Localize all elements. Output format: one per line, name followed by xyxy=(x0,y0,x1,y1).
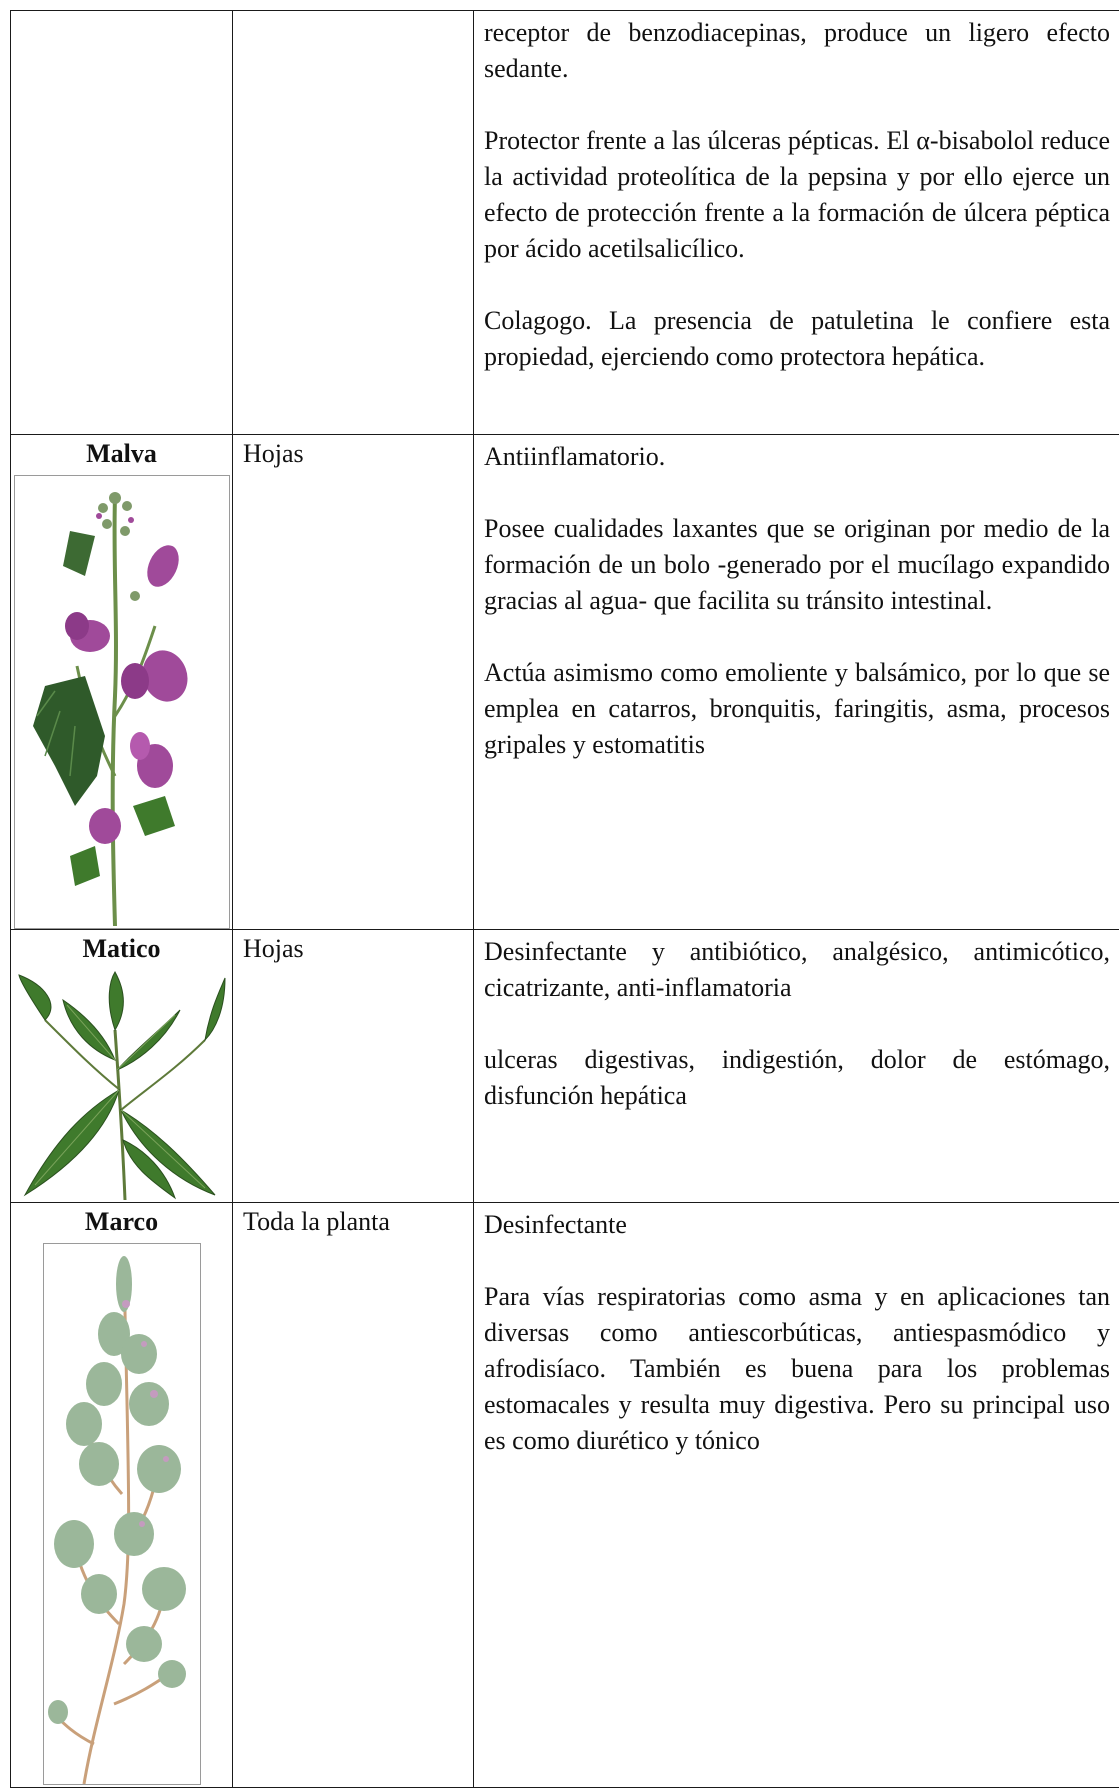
property-paragraph: Desinfectante xyxy=(484,1207,1110,1243)
plant-name: Malva xyxy=(11,435,232,469)
properties-cell: Desinfectante y antibiótico, analgésico,… xyxy=(474,930,1119,1203)
plant-name-cell xyxy=(11,11,233,435)
property-paragraph: Protector frente a las úlceras pépticas.… xyxy=(484,123,1110,267)
marco-plant-illustration xyxy=(43,1243,201,1785)
malva-plant-illustration xyxy=(14,475,230,929)
table-row: receptor de benzodiacepinas, produce un … xyxy=(11,11,1119,435)
plant-name-cell: Matico xyxy=(11,930,233,1203)
plant-part: Toda la planta xyxy=(233,1203,473,1237)
plant-part: Hojas xyxy=(233,930,473,964)
property-paragraph: Posee cualidades laxantes que se origina… xyxy=(484,511,1110,619)
matico-leaves-illustration xyxy=(15,970,229,1202)
table-row: Matico xyxy=(11,930,1119,1203)
plant-part-cell: Toda la planta xyxy=(233,1203,474,1788)
plant-part-cell: Hojas xyxy=(233,435,474,930)
plant-name-cell: Marco xyxy=(11,1203,233,1788)
property-paragraph: Actúa asimismo como emoliente y balsámic… xyxy=(484,655,1110,763)
plant-name: Matico xyxy=(11,930,232,964)
document-page: receptor de benzodiacepinas, produce un … xyxy=(10,10,1119,1779)
table-row: Marco xyxy=(11,1203,1119,1788)
property-paragraph: receptor de benzodiacepinas, produce un … xyxy=(484,15,1110,87)
plant-part xyxy=(233,11,473,15)
medicinal-plants-table: receptor de benzodiacepinas, produce un … xyxy=(10,10,1119,1788)
table-row: Malva xyxy=(11,435,1119,930)
property-paragraph: Para vías respiratorias como asma y en a… xyxy=(484,1279,1110,1459)
plant-name-cell: Malva xyxy=(11,435,233,930)
properties-cell: Antiinflamatorio. Posee cualidades laxan… xyxy=(474,435,1119,930)
plant-name: Marco xyxy=(11,1203,232,1237)
property-paragraph: ulceras digestivas, indigestión, dolor d… xyxy=(484,1042,1110,1114)
properties-cell: Desinfectante Para vías respiratorias co… xyxy=(474,1203,1119,1788)
plant-part-cell xyxy=(233,11,474,435)
property-paragraph: Desinfectante y antibiótico, analgésico,… xyxy=(484,934,1110,1006)
properties-cell: receptor de benzodiacepinas, produce un … xyxy=(474,11,1119,435)
plant-part: Hojas xyxy=(233,435,473,469)
property-paragraph: Antiinflamatorio. xyxy=(484,439,1110,475)
property-paragraph: Colagogo. La presencia de patuletina le … xyxy=(484,303,1110,375)
plant-part-cell: Hojas xyxy=(233,930,474,1203)
plant-name xyxy=(11,11,232,15)
